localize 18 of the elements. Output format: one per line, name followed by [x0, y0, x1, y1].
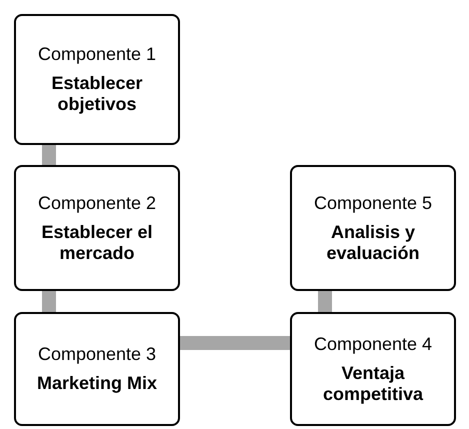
component-number: Componente 2 [38, 192, 156, 214]
connector [42, 291, 56, 312]
component-title: Marketing Mix [36, 373, 158, 394]
component-box [14, 165, 180, 291]
component-box [14, 14, 180, 145]
component-number: Componente 1 [38, 44, 156, 65]
component-title: Establecer objetivos [50, 73, 144, 115]
component-box [290, 165, 456, 291]
component-number: Componente 5 [314, 192, 432, 214]
component-box [14, 312, 180, 426]
component-title: Establecer el mercado [40, 222, 154, 264]
component-title: Analisis y evaluación [325, 222, 421, 264]
component-box [290, 312, 456, 426]
component-number: Componente 3 [38, 344, 156, 365]
connector [42, 145, 56, 165]
component-title: Ventaja competitiva [322, 362, 424, 404]
connector [180, 336, 290, 350]
component-number: Componente 4 [314, 334, 432, 354]
